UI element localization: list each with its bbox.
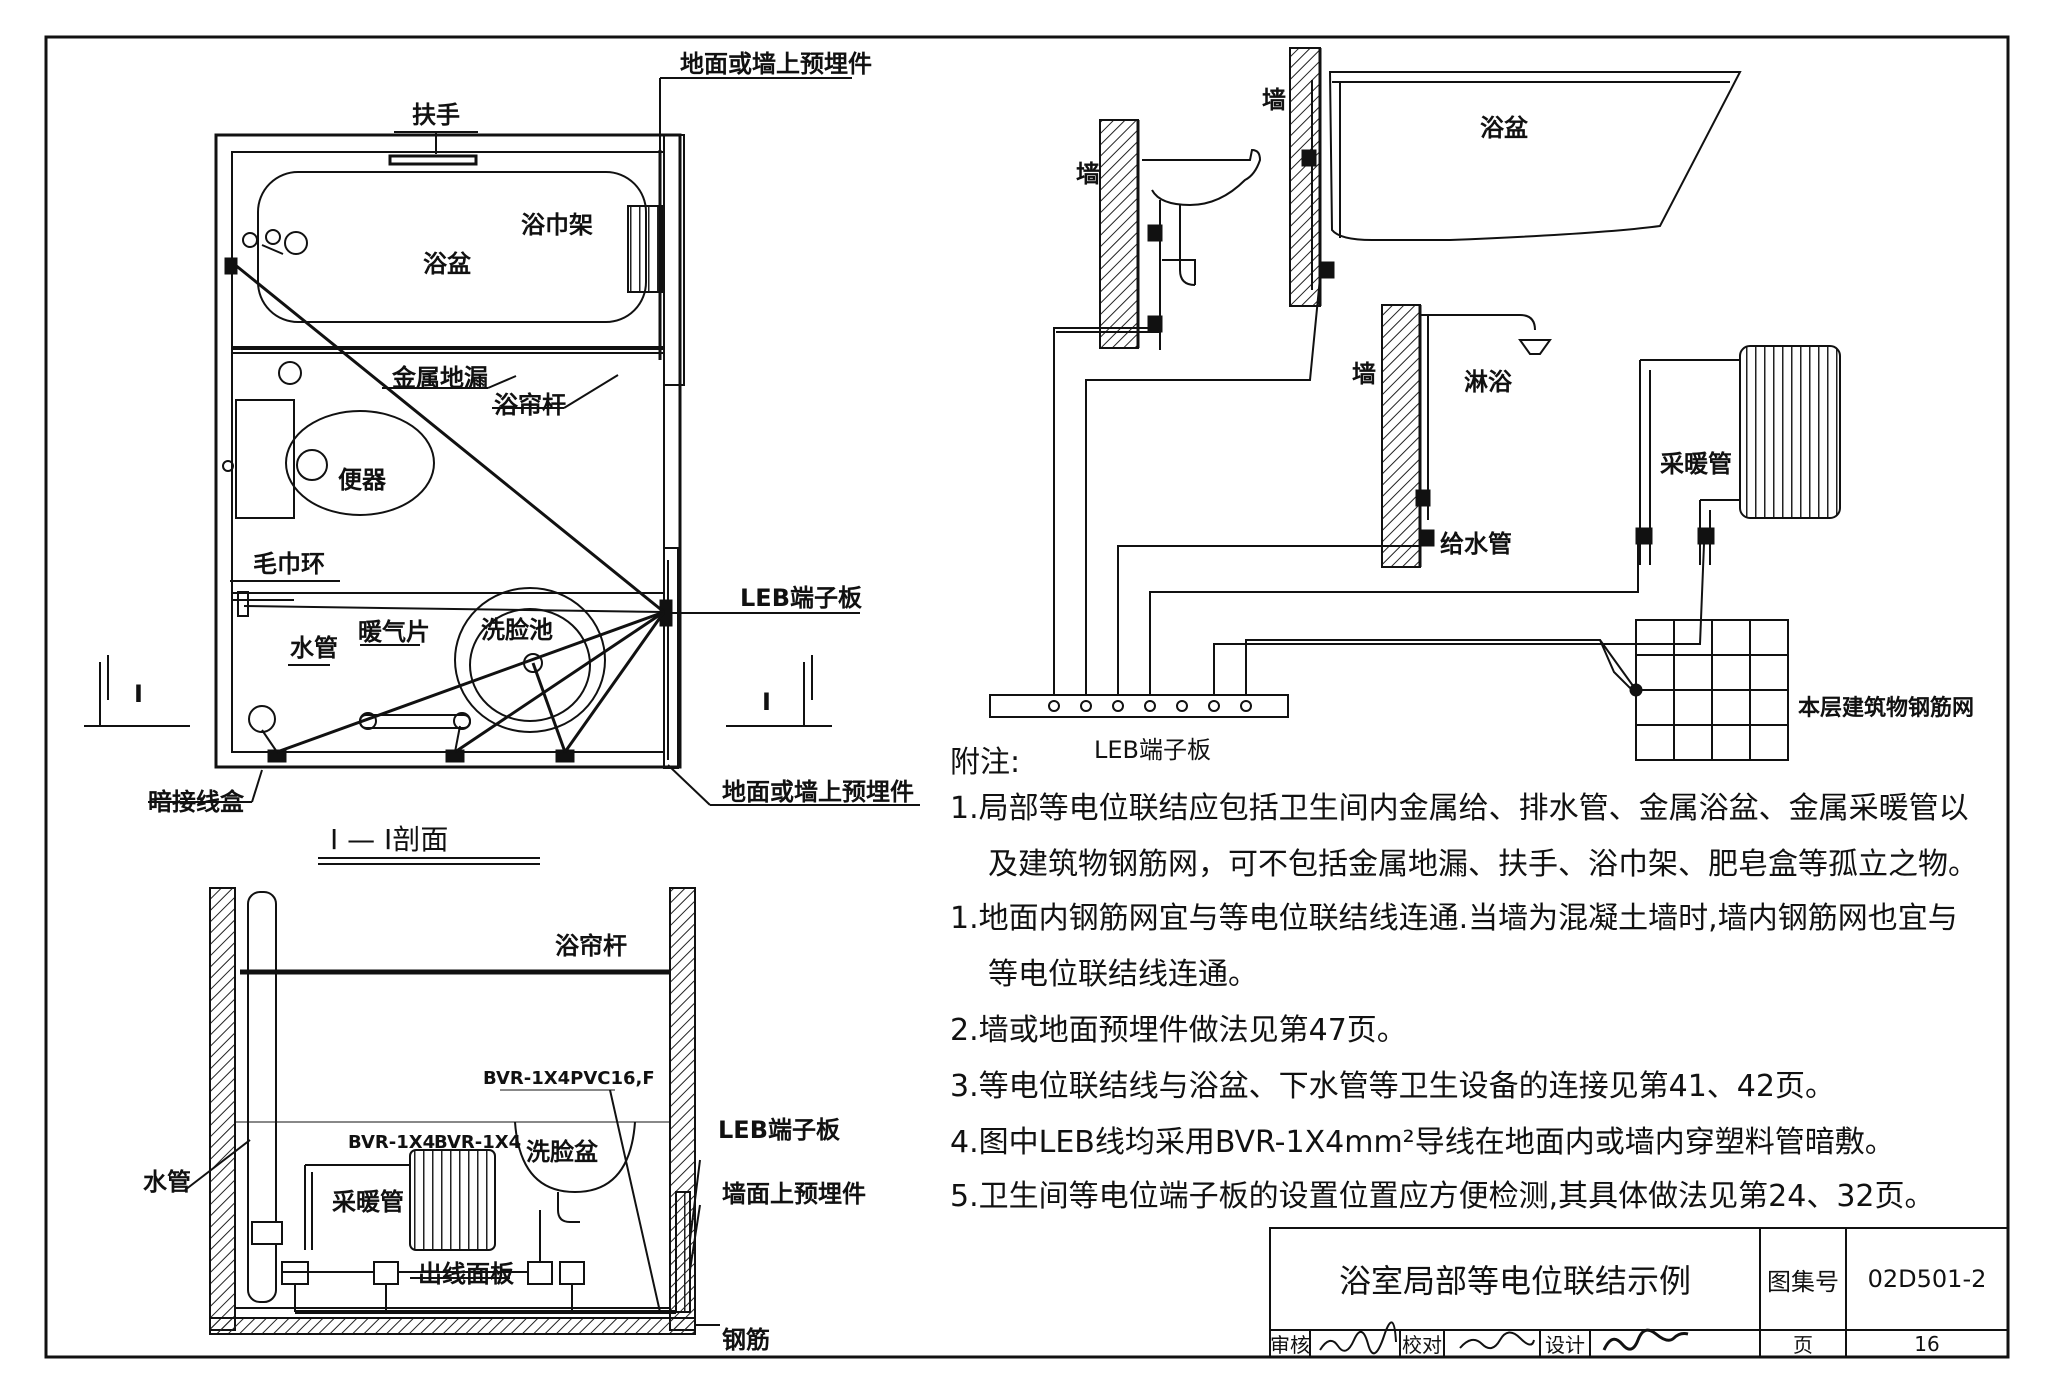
section-water-pipe — [247, 891, 277, 1303]
label-curtain-rod-plan: 浴帘杆 — [494, 391, 566, 419]
notes-title: 附注: — [950, 745, 1021, 780]
label-towel-ring: 毛巾环 — [253, 550, 325, 578]
label-leb-section: LEB端子板 — [718, 1116, 840, 1144]
label-water-pipe-section: 水管 — [143, 1168, 191, 1196]
label-wire-1: BVR-1X4 — [348, 1132, 436, 1153]
label-heating-pipe-side: 采暖管 — [1660, 450, 1732, 478]
label-bathtub-plan: 浴盆 — [423, 250, 471, 278]
label-toilet: 便器 — [338, 466, 386, 494]
note-line-3: 1.地面内钢筋网宜与等电位联结线连通.当墙为混凝土墙时,墙内钢筋网也宜与 — [950, 901, 1958, 936]
toilet-tank-plan — [235, 399, 295, 519]
floor-drain-plan — [278, 361, 302, 385]
label-wall-embedded: 墙面上预埋件 — [722, 1180, 866, 1208]
section-mark-left: I — [134, 680, 143, 708]
note-line-5: 2.墙或地面预埋件做法见第47页。 — [950, 1013, 1407, 1048]
label-wire-2: BVR-1X4 — [434, 1132, 522, 1153]
label-washbasin-section: 洗脸盆 — [526, 1138, 598, 1166]
right-diagrams — [989, 47, 1841, 761]
label-bathtub-side: 浴盆 — [1480, 114, 1528, 142]
page-number: 16 — [1914, 1331, 1940, 1356]
washbasin-plan — [469, 608, 591, 722]
section-view — [184, 857, 720, 1335]
label-embedded-bottom: 地面或墙上预埋件 — [722, 778, 914, 806]
wall-2 — [1289, 47, 1321, 307]
label-shower: 淋浴 — [1464, 368, 1512, 396]
wall-1 — [1099, 119, 1139, 349]
note-line-6: 3.等电位联结线与浴盆、下水管等卫生设备的连接见第41、42页。 — [950, 1069, 1835, 1104]
check-label: 校对 — [1402, 1333, 1442, 1357]
plan-inner-wall — [231, 151, 665, 753]
section-left-wall — [209, 887, 236, 1331]
section-radiator — [304, 1149, 496, 1251]
note-line-1: 1.局部等电位联结应包括卫生间内金属给、排水管、金属浴盆、金属采暖管以 — [950, 791, 1969, 826]
label-rebar-section: 钢筋 — [722, 1326, 770, 1354]
bathtub-side — [1328, 71, 1742, 241]
label-wall-3: 墙 — [1352, 360, 1376, 388]
page-label: 页 — [1793, 1333, 1813, 1357]
section-washbasin — [514, 1121, 636, 1194]
label-conduit-note: BVR-1X4PVC16,F — [483, 1068, 655, 1089]
label-towel-rack: 浴巾架 — [521, 211, 593, 239]
note-line-8: 5.卫生间等电位端子板的设置位置应方便检测,其具体做法见第24、32页。 — [950, 1179, 1935, 1214]
atlas-number: 02D501-2 — [1867, 1265, 1987, 1293]
label-radiator-plan: 暖气片 — [358, 618, 430, 646]
atlas-label: 图集号 — [1767, 1267, 1839, 1296]
towel-rack-plan — [627, 205, 663, 293]
label-heating-pipe-section: 采暖管 — [332, 1188, 404, 1216]
label-washbasin-plan: 洗脸池 — [481, 616, 553, 644]
title-block — [1269, 1227, 2009, 1358]
label-curtain-rod-section: 浴帘杆 — [555, 932, 627, 960]
label-water-pipe-plan: 水管 — [290, 634, 338, 662]
section-title: I — I剖面 — [330, 823, 449, 856]
plan-outer-wall — [214, 133, 682, 769]
drawing-title: 浴室局部等电位联结示例 — [1338, 1262, 1691, 1300]
wall-3 — [1381, 304, 1421, 568]
design-label: 设计 — [1545, 1333, 1585, 1357]
note-line-4: 等电位联结线连通。 — [988, 957, 1258, 992]
label-embedded-top: 地面或墙上预埋件 — [680, 50, 872, 78]
rebar-grid — [1629, 619, 1789, 761]
water-pipe-plan — [248, 705, 276, 733]
radiator-side — [1635, 345, 1841, 565]
label-rebar-mesh: 本层建筑物钢筋网 — [1798, 696, 1975, 721]
section-mark-right: I — [762, 688, 771, 716]
label-wall-1: 墙 — [1076, 160, 1100, 188]
label-leb-plan: LEB端子板 — [740, 584, 862, 612]
leb-bar — [989, 694, 1289, 718]
label-junction-box: 暗接线盒 — [148, 788, 244, 816]
section-floor — [209, 1317, 696, 1335]
sheet-border — [44, 35, 2010, 1359]
label-outlet-panel: 出线面板 — [418, 1260, 514, 1288]
label-water-supply: 给水管 — [1440, 530, 1512, 558]
note-line-7: 4.图中LEB线均采用BVR-1X4mm²导线在地面内或墙内穿塑料管暗敷。 — [950, 1125, 1895, 1160]
note-line-2: 及建筑物钢筋网，可不包括金属地漏、扶手、浴巾架、肥皂盒等孤立之物。 — [988, 847, 1978, 882]
label-handrail: 扶手 — [412, 101, 460, 129]
label-leb-side: LEB端子板 — [1094, 736, 1211, 764]
review-label: 审核 — [1270, 1333, 1310, 1357]
handrail-plan — [388, 154, 478, 166]
label-wall-2: 墙 — [1262, 86, 1286, 114]
plan-view — [84, 77, 920, 806]
toilet-bowl-plan — [285, 410, 435, 516]
label-floor-drain: 金属地漏 — [392, 364, 488, 392]
